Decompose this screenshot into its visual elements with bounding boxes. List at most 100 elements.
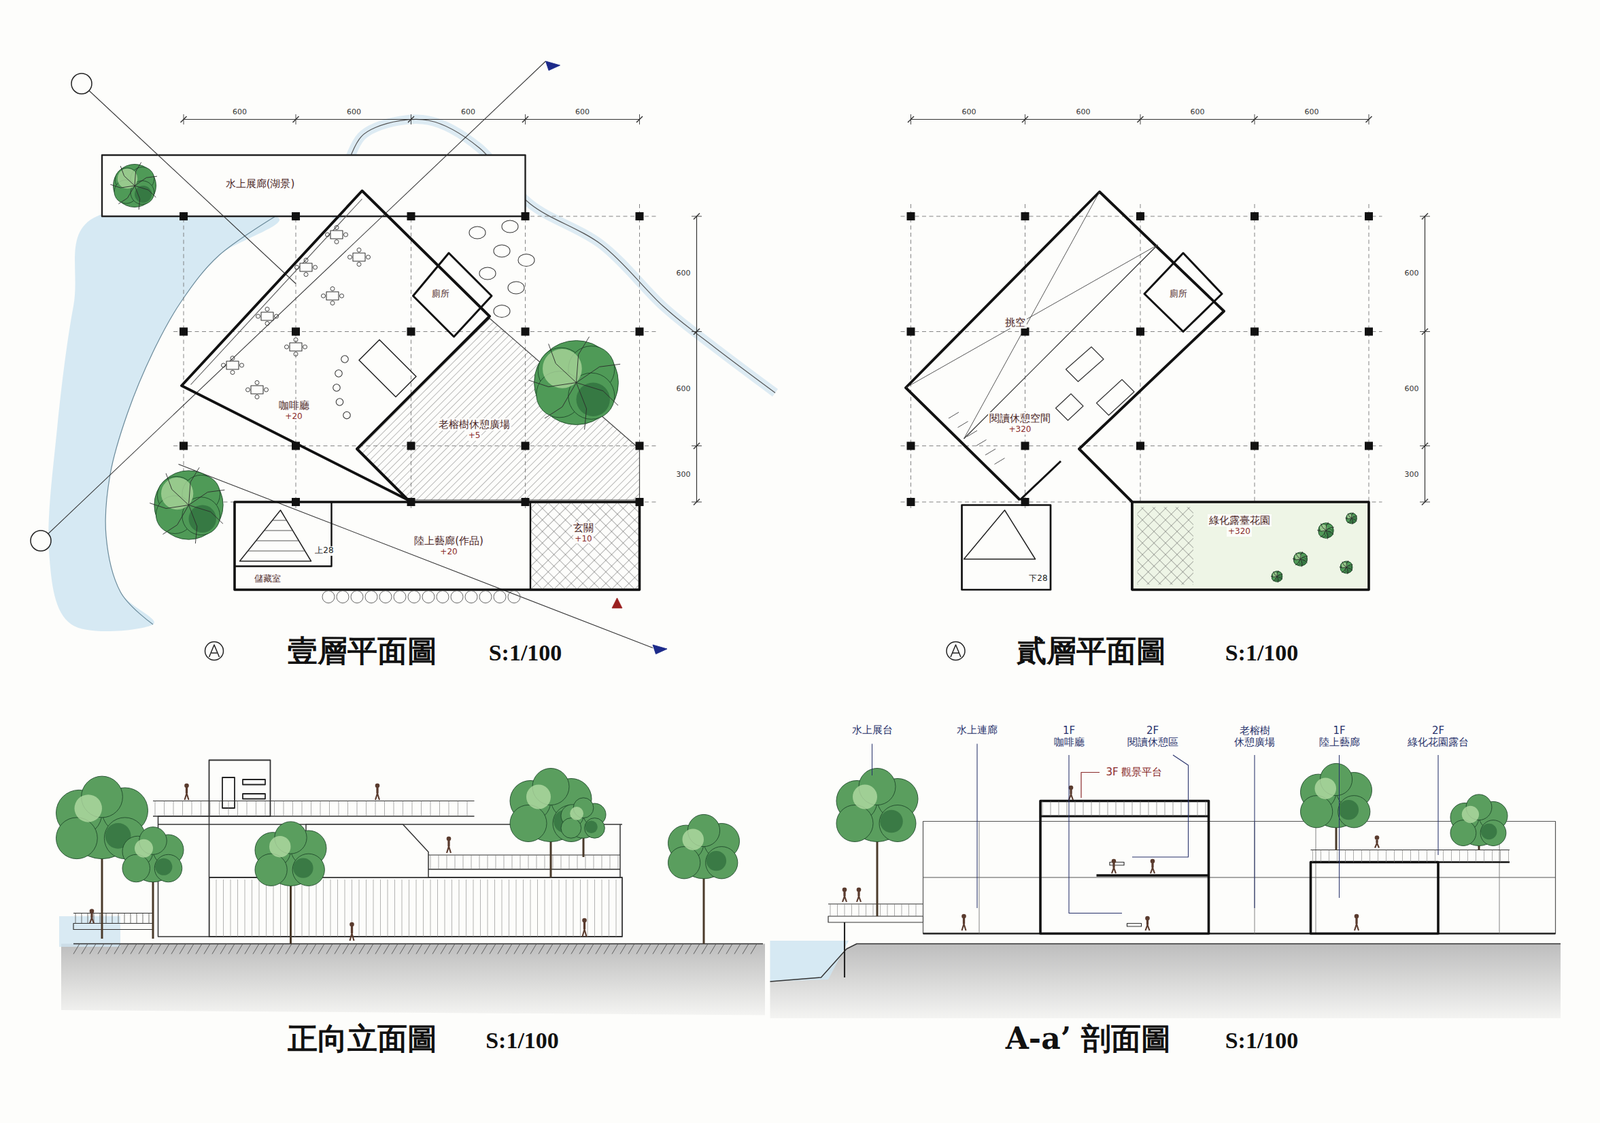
ground-hatch [367, 943, 374, 955]
stair-outline [964, 509, 1036, 559]
railing-post [99, 913, 101, 924]
railing-post [118, 913, 119, 924]
terrace-slab [1311, 860, 1511, 863]
cafe-chair [246, 387, 251, 392]
railing-post [1189, 801, 1190, 817]
railing-post [1066, 801, 1068, 817]
structural-column [635, 212, 644, 221]
railing-post [536, 854, 538, 870]
ground-hatch [310, 943, 317, 955]
ground-hatch [473, 943, 480, 955]
drawing-group [30, 61, 1561, 1018]
callout-label: 1F 陸上藝廊 [1319, 724, 1360, 749]
railing-post [106, 913, 107, 924]
hedge-shrub [479, 590, 492, 604]
person-head [1150, 858, 1156, 864]
structural-column [1021, 327, 1030, 336]
void-edge [964, 244, 1159, 439]
person-figure [582, 917, 587, 937]
hedge-shrub [365, 590, 378, 604]
tree-canopy [1300, 795, 1333, 828]
ground-hatch [179, 943, 186, 955]
ground-hatch [187, 943, 194, 955]
person-legs [350, 932, 355, 941]
ground-hatch [212, 943, 219, 955]
north-symbol [946, 641, 965, 661]
person-figure [184, 783, 190, 800]
facade-louver [494, 879, 496, 937]
railing-mark [976, 439, 987, 447]
garden-stone [507, 281, 525, 294]
tree-branch [1346, 564, 1353, 568]
tree-branch [1345, 518, 1352, 519]
structural-column [1364, 212, 1373, 221]
cafe-chair [334, 240, 339, 245]
ground-hatch [399, 943, 406, 955]
room-name: 廁所 [1168, 288, 1189, 300]
facade-louver [316, 879, 317, 937]
dimension-tick [524, 114, 526, 125]
railing-post [1459, 849, 1460, 863]
railing-post [365, 801, 367, 817]
railing-post [1115, 801, 1117, 817]
facade-edge [619, 824, 621, 878]
cafe-chair [356, 248, 362, 253]
tree-branch [1346, 567, 1348, 574]
tree-branch [189, 489, 226, 505]
railing-post [124, 913, 126, 924]
grid-line [295, 203, 297, 510]
cafe-chair [356, 262, 362, 267]
plan-tree [1345, 512, 1358, 524]
dimension-tick [1419, 445, 1431, 447]
deck-pile [843, 922, 846, 978]
north-circle [946, 641, 965, 661]
grid-line [1140, 203, 1142, 510]
railing-post [1050, 801, 1052, 817]
entry-marker [611, 597, 623, 608]
railing-post [1132, 801, 1133, 817]
ground-hatch [375, 943, 382, 955]
tree-branch [110, 184, 135, 188]
person-legs [89, 917, 94, 923]
leader-line [1253, 754, 1255, 908]
person-figure [349, 922, 355, 941]
north-arrow [950, 644, 961, 657]
frame-column [979, 821, 980, 934]
railing-post [1164, 801, 1166, 817]
window [242, 779, 266, 785]
railing-post [601, 854, 603, 870]
railing-post [879, 903, 881, 916]
structural-column [635, 497, 644, 506]
floor-level: +20 [283, 411, 304, 421]
railing-post [155, 801, 156, 817]
tree-canopy [705, 846, 738, 879]
ground-hatch [465, 943, 472, 955]
railing-post [463, 854, 464, 870]
room-name: 陸上藝廊(作品) [412, 534, 485, 547]
stair-tread [264, 530, 294, 532]
section-line [40, 61, 547, 541]
structural-column [179, 212, 188, 221]
ground-hatch [277, 943, 284, 955]
ground-hatch [514, 943, 521, 955]
structural-column [179, 441, 188, 451]
water-gallery-wall [101, 155, 526, 217]
plan-tree [1270, 570, 1283, 583]
structural-column [521, 497, 530, 506]
dimension-tick [295, 114, 297, 125]
cafe-chair [348, 254, 353, 260]
person-legs [446, 845, 451, 853]
ground-hatch [432, 943, 439, 955]
gallery-wall [234, 501, 640, 590]
plan-tree [110, 162, 158, 211]
cafe-chair [339, 293, 345, 298]
ground-hatch [693, 943, 700, 955]
railing [152, 800, 475, 802]
elevation-tree [122, 826, 184, 939]
railing-post [457, 801, 459, 817]
facade-louver [551, 879, 553, 937]
grid-line [1368, 203, 1370, 510]
person-legs [582, 928, 587, 937]
ground-hatch [203, 943, 211, 955]
railing-post [454, 854, 456, 870]
